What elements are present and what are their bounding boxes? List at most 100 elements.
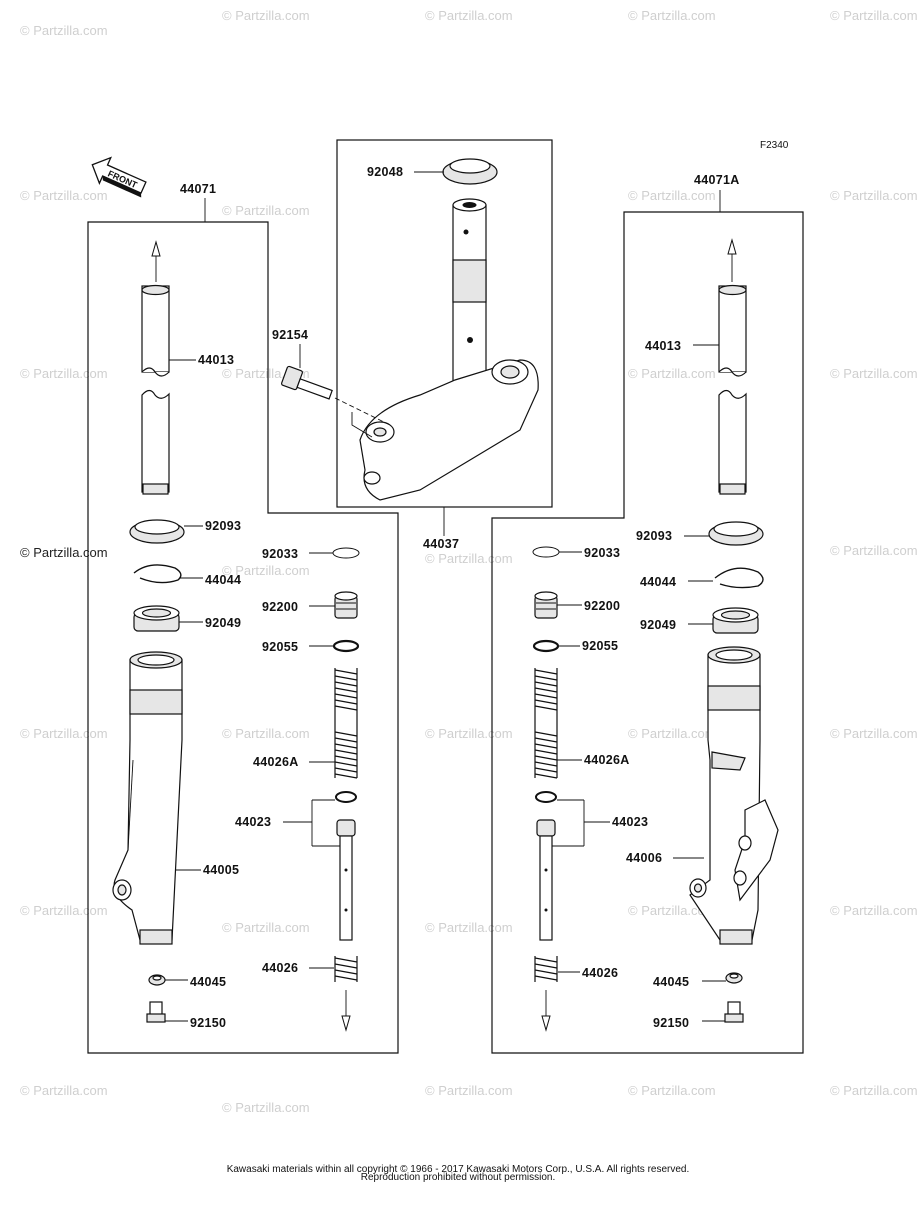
label-44045-left: 44045: [190, 975, 226, 989]
o-ring-92055-right: [532, 639, 560, 653]
fork-tube-right: [718, 238, 747, 495]
label-92049-left: 92049: [205, 616, 241, 630]
watermark: © Partzilla.com: [628, 903, 716, 918]
label-92093-left: 92093: [205, 519, 241, 533]
cap-bolt-left: [334, 591, 358, 619]
watermark: © Partzilla.com: [628, 1083, 716, 1098]
watermark: © Partzilla.com: [20, 903, 108, 918]
fork-tube-left: [141, 240, 170, 495]
cylinder-unit-left: [336, 819, 356, 941]
label-44023-left: 44023: [235, 815, 271, 829]
label-92055-left: 92055: [262, 640, 298, 654]
watermark: © Partzilla.com: [222, 726, 310, 741]
spring-44026A-right: [534, 668, 558, 779]
stopper-ring-left: [133, 564, 182, 584]
watermark-dark: © Partzilla.com: [20, 545, 108, 560]
label-44005: 44005: [203, 863, 239, 877]
watermark: © Partzilla.com: [222, 920, 310, 935]
label-92154: 92154: [272, 328, 308, 342]
label-44071A: 44071A: [694, 173, 740, 187]
watermark: © Partzilla.com: [628, 8, 716, 23]
watermark: © Partzilla.com: [830, 8, 917, 23]
watermark: © Partzilla.com: [830, 366, 917, 381]
cap-bolt-right: [534, 591, 558, 619]
label-44013-right: 44013: [645, 339, 681, 353]
cylinder-unit-right: [536, 819, 556, 941]
watermark: © Partzilla.com: [222, 563, 310, 578]
watermark: © Partzilla.com: [830, 1083, 917, 1098]
label-44026-left: 44026: [262, 961, 298, 975]
label-92150-right: 92150: [653, 1016, 689, 1030]
gasket-left: [148, 974, 166, 986]
watermark: © Partzilla.com: [830, 903, 917, 918]
watermark-layer: © Partzilla.com © Partzilla.com © Partzi…: [20, 8, 917, 1115]
piston-ring-right: [535, 791, 557, 803]
label-92150-left: 92150: [190, 1016, 226, 1030]
copyright-line-2: Reproduction prohibited without permissi…: [361, 1172, 556, 1183]
spring-44026A-left: [334, 668, 358, 779]
label-92033-left: 92033: [262, 547, 298, 561]
watermark: © Partzilla.com: [425, 920, 513, 935]
watermark: © Partzilla.com: [830, 543, 917, 558]
watermark: © Partzilla.com: [628, 726, 716, 741]
o-ring-92033-left: [332, 547, 360, 559]
watermark: © Partzilla.com: [425, 8, 513, 23]
label-44044-left: 44044: [205, 573, 241, 587]
dust-seal-left: [129, 519, 185, 544]
copyright-line-1: Kawasaki materials within all copyright …: [227, 1164, 690, 1175]
label-92093-right: 92093: [636, 529, 672, 543]
label-92048: 92048: [367, 165, 403, 179]
label-92055-right: 92055: [582, 639, 618, 653]
watermark: © Partzilla.com: [222, 1100, 310, 1115]
steering-stem: [359, 158, 539, 501]
oil-seal-left: [133, 605, 180, 632]
outer-tube-left: [112, 651, 183, 945]
watermark: © Partzilla.com: [222, 203, 310, 218]
watermark: © Partzilla.com: [20, 366, 108, 381]
label-44071: 44071: [180, 182, 216, 196]
outer-tube-right: [689, 646, 779, 945]
label-44026A-right: 44026A: [584, 753, 630, 767]
label-44013-left: 44013: [198, 353, 234, 367]
pinch-bolt: [281, 365, 333, 400]
spring-44026-left: [334, 956, 358, 982]
watermark: © Partzilla.com: [20, 1083, 108, 1098]
label-44026A-left: 44026A: [253, 755, 299, 769]
o-ring-92055-left: [332, 639, 360, 653]
o-ring-92033-right: [532, 546, 560, 558]
label-44044-right: 44044: [640, 575, 676, 589]
stopper-ring-right: [714, 567, 764, 589]
watermark: © Partzilla.com: [628, 188, 716, 203]
watermark: © Partzilla.com: [628, 366, 716, 381]
label-92200-left: 92200: [262, 600, 298, 614]
right-fork-assembly-box: [491, 211, 804, 1054]
label-92033-right: 92033: [584, 546, 620, 560]
dust-seal-right: [708, 521, 764, 546]
watermark: © Partzilla.com: [425, 551, 513, 566]
piston-ring-left: [335, 791, 357, 803]
label-92049-right: 92049: [640, 618, 676, 632]
watermark: © Partzilla.com: [425, 726, 513, 741]
left-fork-assembly-box: [87, 221, 399, 1054]
oil-seal-right: [712, 607, 759, 634]
steering-stem-box: [336, 139, 553, 508]
watermark: © Partzilla.com: [222, 8, 310, 23]
label-92200-right: 92200: [584, 599, 620, 613]
watermark: © Partzilla.com: [20, 726, 108, 741]
spring-44026-right: [534, 956, 558, 982]
label-44037: 44037: [423, 537, 459, 551]
watermark: © Partzilla.com: [830, 726, 917, 741]
bolt-left: [146, 1001, 166, 1023]
label-44045-right: 44045: [653, 975, 689, 989]
watermark: © Partzilla.com: [20, 188, 108, 203]
label-44006: 44006: [626, 851, 662, 865]
label-44023-right: 44023: [612, 815, 648, 829]
watermark: © Partzilla.com: [830, 188, 917, 203]
watermark: © Partzilla.com: [20, 23, 108, 38]
bolt-right: [724, 1001, 744, 1023]
watermark: © Partzilla.com: [425, 1083, 513, 1098]
figure-code: F2340: [760, 140, 789, 151]
label-44026-right: 44026: [582, 966, 618, 980]
